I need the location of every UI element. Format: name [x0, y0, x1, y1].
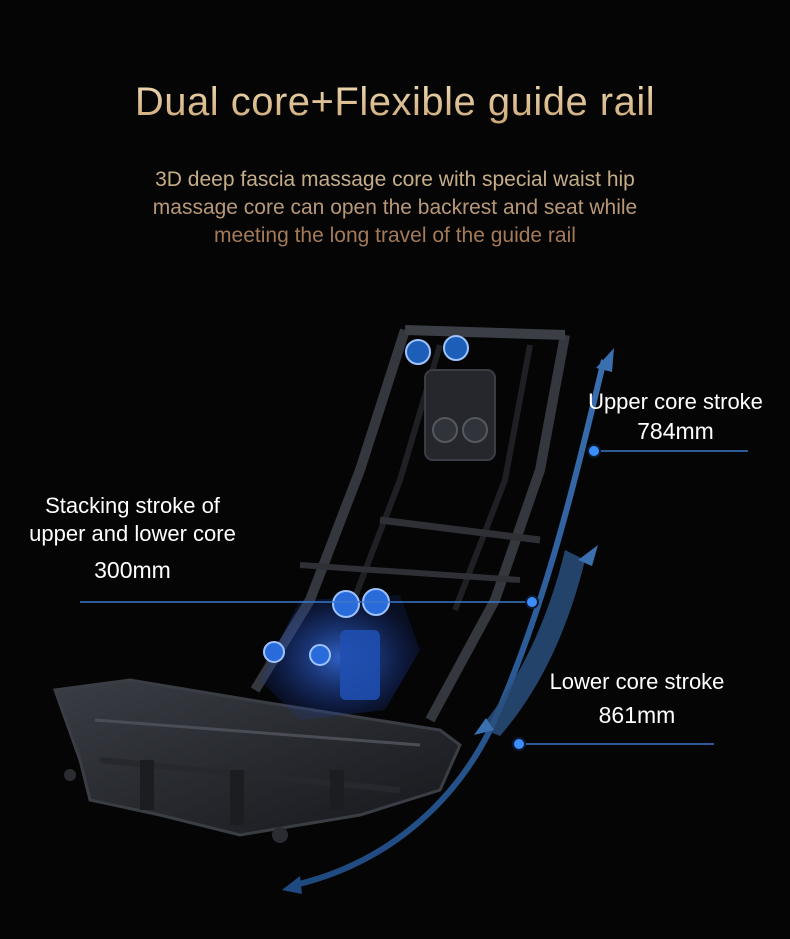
headline: Dual core+Flexible guide rail [0, 80, 790, 125]
stacking-callout-marker [80, 595, 539, 609]
lower-core-stroke-label: Lower core stroke 861mm [537, 668, 737, 730]
lower-massage-core [260, 588, 420, 720]
lower-core-stroke-band [474, 545, 598, 736]
upper-core-stroke-title: Upper core stroke [588, 389, 763, 414]
description-line-1: 3D deep fascia massage core with special… [155, 168, 635, 191]
upper-callout-marker [587, 444, 748, 458]
lower-core-stroke-value: 861mm [598, 702, 676, 728]
stacking-stroke-value: 300mm [94, 557, 171, 583]
stacking-stroke-label: Stacking stroke of upper and lower core … [10, 492, 255, 585]
stacking-stroke-title-1: Stacking stroke of [45, 493, 220, 518]
stacking-stroke-title-2: upper and lower core [29, 521, 236, 546]
description-line-2: massage core can open the backrest and s… [152, 196, 638, 219]
upper-core-stroke-label: Upper core stroke 784mm [578, 388, 773, 446]
seat-base [52, 678, 462, 843]
upper-massage-core [405, 335, 496, 461]
description: 3D deep fascia massage core with special… [0, 166, 790, 250]
lower-callout-marker [512, 737, 714, 751]
lower-core-stroke-title: Lower core stroke [549, 669, 725, 694]
upper-core-stroke-value: 784mm [637, 418, 714, 444]
description-line-3: meeting the long travel of the guide rai… [214, 224, 576, 247]
